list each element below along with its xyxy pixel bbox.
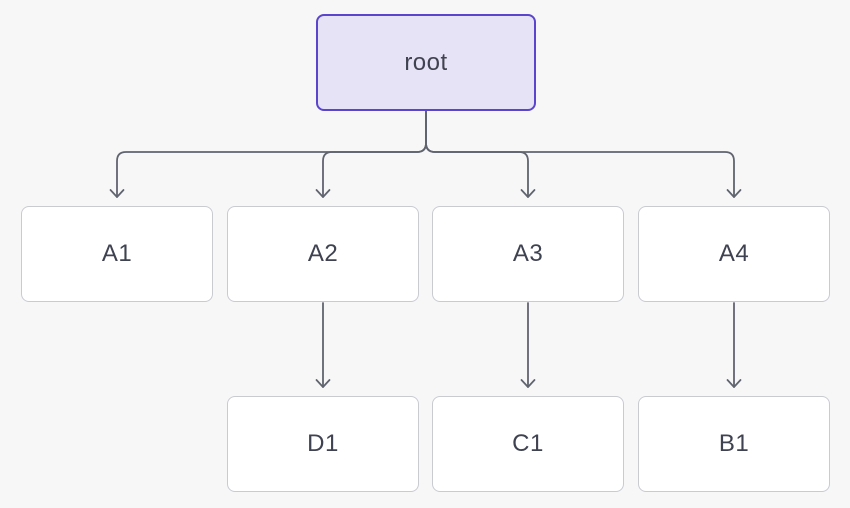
node-a1[interactable]: A1 — [21, 206, 213, 302]
node-d1[interactable]: D1 — [227, 396, 419, 492]
edge-root-a3 — [425, 110, 529, 198]
node-b1-label: B1 — [718, 430, 750, 457]
node-a3[interactable]: A3 — [432, 206, 624, 302]
node-a4-label: A4 — [718, 240, 750, 267]
arrowhead-a4-icon — [726, 189, 742, 198]
arrowhead-c1-icon — [520, 379, 536, 388]
arrowhead-a1-icon — [109, 189, 125, 198]
arrowhead-a2-icon — [315, 189, 331, 198]
node-root-label: root — [404, 48, 448, 76]
arrowhead-d1-icon — [315, 379, 331, 388]
node-b1[interactable]: B1 — [638, 396, 830, 492]
node-d1-label: D1 — [307, 430, 339, 457]
arrowhead-b1-icon — [726, 379, 742, 388]
edge-root-a1 — [116, 110, 427, 198]
edge-root-a2 — [322, 110, 427, 198]
node-c1[interactable]: C1 — [432, 396, 624, 492]
edge-root-a4 — [425, 110, 735, 198]
node-a2-label: A2 — [307, 240, 339, 267]
node-a1-label: A1 — [101, 240, 133, 267]
node-a4[interactable]: A4 — [638, 206, 830, 302]
node-root[interactable]: root — [316, 14, 536, 111]
arrowhead-a3-icon — [520, 189, 536, 198]
node-c1-label: C1 — [512, 430, 544, 457]
node-a2[interactable]: A2 — [227, 206, 419, 302]
node-a3-label: A3 — [512, 240, 544, 267]
